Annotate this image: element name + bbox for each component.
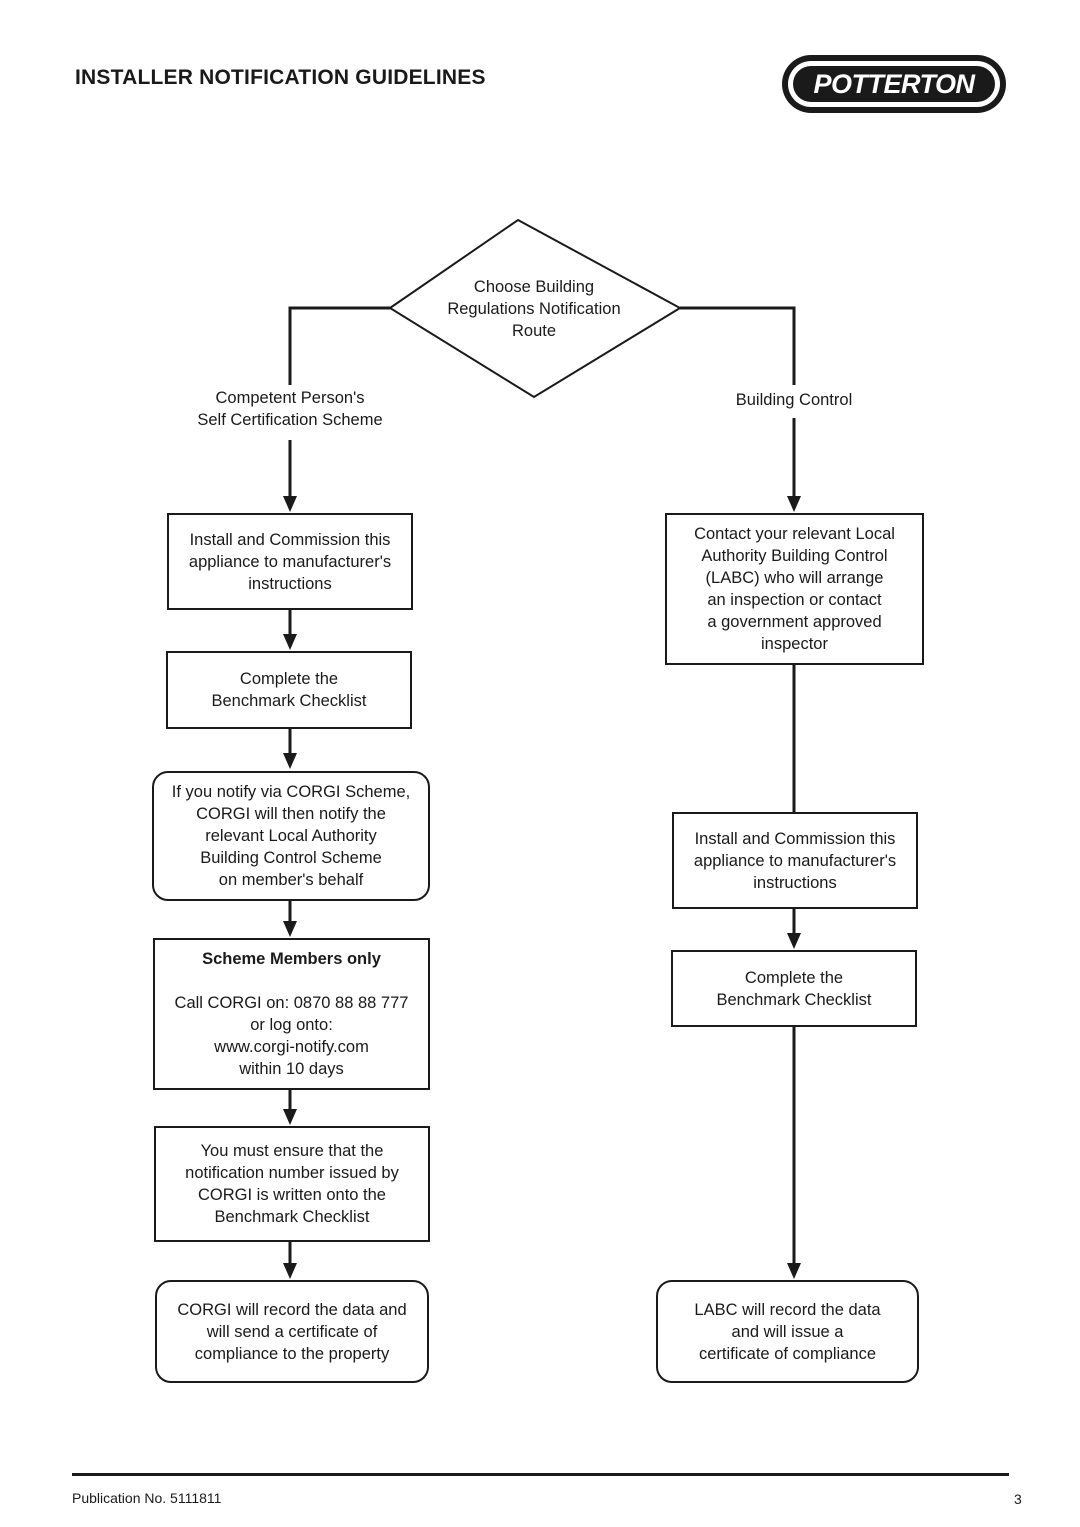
connector-left-branch [288, 306, 390, 385]
left-step-benchmark: Complete the Benchmark Checklist [166, 651, 412, 729]
connector-left-5 [283, 1090, 297, 1125]
footer-rule [72, 1473, 1009, 1476]
left-step-install: Install and Commission this appliance to… [167, 513, 413, 610]
decision-text: Choose Building Regulations Notification… [447, 278, 621, 340]
left-step-corgi-record: CORGI will record the data and will send… [155, 1280, 429, 1383]
left-branch-label: Competent Person's Self Certification Sc… [170, 387, 410, 431]
connector-right-3 [787, 908, 801, 949]
left-step-corgi-notify: If you notify via CORGI Scheme, CORGI wi… [152, 771, 430, 901]
right-step-labc-record: LABC will record the data and will issue… [656, 1280, 919, 1383]
connector-right-4 [787, 1026, 801, 1279]
left-step-scheme-members: Scheme Members only Call CORGI on: 0870 … [153, 938, 430, 1090]
page-number: 3 [1014, 1491, 1022, 1507]
scheme-members-heading: Scheme Members only [202, 950, 381, 968]
potterton-logo: POTTERTON [782, 55, 1006, 113]
right-step-contact-labc: Contact your relevant Local Authority Bu… [665, 513, 924, 665]
right-branch-label: Building Control [714, 389, 874, 411]
connector-right-1 [787, 418, 801, 512]
connector-left-1 [283, 440, 297, 512]
connector-left-4 [283, 900, 297, 937]
page-title: INSTALLER NOTIFICATION GUIDELINES [75, 66, 486, 89]
right-step-install: Install and Commission this appliance to… [672, 812, 918, 909]
decision-diamond [388, 218, 683, 399]
publication-number: Publication No. 5111811 [72, 1490, 222, 1506]
right-step-benchmark: Complete the Benchmark Checklist [671, 950, 917, 1027]
left-step-notification-number: You must ensure that the notification nu… [154, 1126, 430, 1242]
connector-left-6 [283, 1242, 297, 1279]
connector-left-2 [283, 610, 297, 650]
connector-left-3 [283, 728, 297, 769]
connector-right-branch [680, 306, 796, 385]
logo-text: POTTERTON [813, 69, 975, 99]
